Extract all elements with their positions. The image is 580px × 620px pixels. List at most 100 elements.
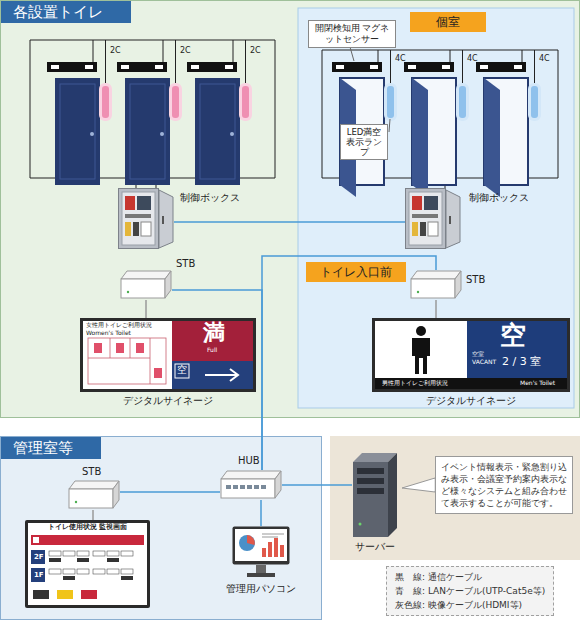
svg-shape — [49, 569, 61, 574]
device-label: デジタルサイネージ — [80, 395, 256, 407]
screen-label: 4C — [539, 54, 550, 63]
svg-shape — [99, 83, 112, 121]
region-title: 管理室等 — [1, 437, 101, 459]
svg-shape — [254, 485, 259, 489]
svg-shape — [322, 50, 425, 188]
svg-shape — [160, 132, 164, 136]
svg-shape — [446, 190, 460, 248]
svg-shape — [49, 558, 133, 580]
svg-shape — [150, 338, 151, 384]
svg-shape — [232, 526, 290, 580]
svg-shape — [33, 537, 39, 543]
svg-shape — [353, 462, 388, 537]
svg-shape — [375, 378, 567, 389]
svg-shape — [172, 361, 253, 389]
stb-device: STB — [410, 270, 462, 300]
screen-label: 4C — [395, 54, 406, 63]
svg-shape — [409, 192, 442, 245]
svg-shape — [121, 569, 133, 574]
stb-device: STB — [68, 480, 120, 510]
screen-label: 女性用トイレご利用状況 — [86, 322, 152, 329]
svg-shape — [125, 196, 135, 210]
svg-shape — [528, 83, 541, 121]
device-label: デジタルサイネージ — [372, 395, 570, 407]
blue-lamps — [384, 83, 541, 121]
svg-shape — [408, 65, 416, 69]
svg-shape — [116, 343, 124, 353]
svg-shape — [262, 548, 266, 557]
svg-shape — [235, 529, 287, 561]
svg-shape — [31, 568, 45, 582]
device-label: 制御ボックス — [469, 192, 529, 204]
svg-shape — [411, 271, 461, 279]
svg-shape — [162, 216, 164, 224]
tag-text: 個室 — [410, 12, 486, 32]
screen-label: VACANT — [472, 359, 496, 366]
svg-shape — [262, 534, 284, 537]
control-box: 制御ボックス — [118, 188, 174, 250]
screen-label: 4C — [467, 54, 478, 63]
svg-shape — [121, 576, 133, 580]
device-icon — [120, 270, 172, 304]
svg-shape — [226, 485, 266, 489]
svg-shape — [125, 214, 151, 218]
svg-shape — [420, 222, 426, 236]
screen-label: Women's Toilet — [86, 330, 131, 337]
stb-device: STB — [120, 270, 172, 300]
svg-shape — [195, 78, 240, 185]
screen-label: 空 — [177, 364, 187, 376]
svg-shape — [391, 50, 535, 86]
svg-shape — [274, 538, 278, 557]
svg-shape — [476, 62, 526, 72]
screen-label: Full — [207, 347, 217, 354]
svg-shape — [240, 485, 245, 489]
signal-wires — [30, 40, 558, 188]
callout-box: 開閉検知用 マグネットセンサー — [308, 20, 396, 48]
bubble-tail — [402, 478, 435, 492]
svg-shape — [357, 468, 384, 474]
svg-shape — [68, 480, 120, 510]
svg-shape — [387, 86, 394, 118]
svg-shape — [55, 78, 100, 185]
tag-text: トイレ入口前 — [306, 262, 406, 282]
svg-shape — [121, 271, 171, 279]
pc-device: 管理用パソコン — [232, 526, 290, 580]
device-icon — [68, 480, 120, 514]
screen-label: Men's Toilet — [520, 380, 555, 387]
svg-shape — [49, 551, 133, 574]
region-panel: 管理室等STBトイレ使用状況 監視画面HUB管理用パソコン — [0, 436, 322, 620]
svg-shape — [357, 478, 384, 484]
cable-connector — [260, 500, 262, 526]
svg-shape — [484, 78, 500, 197]
svg-shape — [125, 222, 131, 236]
svg-shape — [127, 291, 129, 293]
svg-shape — [122, 192, 155, 245]
svg-shape — [467, 321, 567, 378]
device-icon — [232, 526, 290, 584]
svg-shape — [125, 78, 170, 185]
device-label: STB — [466, 274, 485, 286]
svg-shape — [359, 523, 362, 526]
device-icon — [220, 470, 282, 504]
server-device: サーバー — [352, 452, 398, 538]
svg-shape — [28, 523, 147, 605]
svg-shape — [442, 65, 450, 69]
svg-shape — [51, 65, 59, 69]
svg-shape — [165, 271, 171, 298]
svg-shape — [154, 368, 162, 378]
svg-shape — [69, 489, 113, 508]
svg-shape — [133, 222, 139, 236]
control-box: 制御ボックス — [405, 188, 463, 250]
svg-shape — [357, 468, 384, 494]
svg-shape — [332, 62, 382, 72]
magnet-sensors — [47, 62, 526, 72]
screen-label: 2C — [110, 46, 121, 55]
svg-shape — [275, 471, 281, 498]
device-label: HUB — [238, 455, 260, 467]
cable-connector — [172, 290, 262, 470]
svg-shape — [31, 550, 45, 564]
svg-shape — [531, 86, 538, 118]
svg-shape — [412, 222, 418, 236]
device-label: STB — [82, 466, 101, 478]
legend-text: 黒 線: 通信ケーブル — [395, 570, 545, 584]
